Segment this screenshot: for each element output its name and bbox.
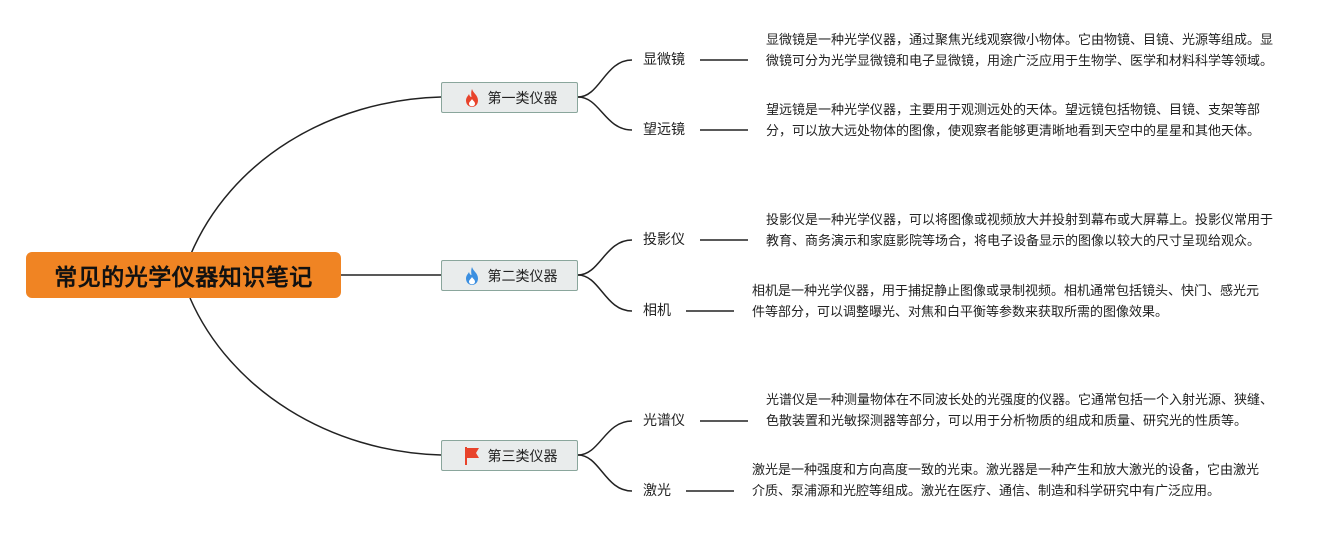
leaf-node-laser[interactable]: 激光 bbox=[643, 483, 671, 499]
description-projector: 投影仪是一种光学仪器，可以将图像或视频放大并投射到幕布或大屏幕上。投影仪常用于教… bbox=[766, 213, 1274, 249]
connector-root-cat3 bbox=[189, 297, 442, 456]
root-topic[interactable]: 常见的光学仪器知识笔记 bbox=[26, 252, 341, 298]
description-spectrometer: 光谱仪是一种测量物体在不同波长处的光强度的仪器。它通常包括一个入射光源、狭缝、色… bbox=[766, 393, 1274, 429]
description-camera: 相机是一种光学仪器，用于捕捉静止图像或录制视频。相机通常包括镜头、快门、感光元件… bbox=[752, 284, 1260, 320]
blue-flame-icon bbox=[462, 266, 482, 286]
category-node-3[interactable]: 第三类仪器 bbox=[441, 440, 578, 471]
connector-cat1-leaf2 bbox=[577, 96, 633, 131]
leaf-node-camera[interactable]: 相机 bbox=[643, 303, 671, 319]
connector-cat2-leaf1 bbox=[577, 239, 633, 276]
category-label: 第一类仪器 bbox=[487, 90, 558, 107]
leaf-node-microscope[interactable]: 显微镜 bbox=[643, 52, 685, 68]
description-laser: 激光是一种强度和方向高度一致的光束。激光器是一种产生和放大激光的设备，它由激光介… bbox=[752, 463, 1260, 499]
category-label: 第三类仪器 bbox=[487, 448, 558, 465]
category-label: 第二类仪器 bbox=[487, 268, 558, 285]
leaf-node-spectrometer[interactable]: 光谱仪 bbox=[643, 413, 685, 429]
connector-cat3-leaf1 bbox=[577, 420, 633, 456]
connector-cat1-leaf1 bbox=[577, 59, 633, 98]
root-title: 常见的光学仪器知识笔记 bbox=[54, 265, 313, 291]
connector-root-cat1 bbox=[189, 96, 442, 257]
category-node-1[interactable]: 第一类仪器 bbox=[441, 82, 578, 113]
leaf-node-projector[interactable]: 投影仪 bbox=[643, 232, 685, 248]
connector-cat2-leaf2 bbox=[577, 274, 633, 312]
connector-cat3-leaf2 bbox=[577, 454, 633, 492]
category-node-2[interactable]: 第二类仪器 bbox=[441, 260, 578, 291]
description-telescope: 望远镜是一种光学仪器，主要用于观测远处的天体。望远镜包括物镜、目镜、支架等部分，… bbox=[766, 103, 1261, 139]
fire-icon bbox=[462, 88, 482, 108]
description-microscope: 显微镜是一种光学仪器，通过聚焦光线观察微小物体。它由物镜、目镜、光源等组成。显微… bbox=[766, 33, 1274, 69]
red-flag-icon bbox=[462, 446, 482, 466]
leaf-node-telescope[interactable]: 望远镜 bbox=[643, 122, 685, 138]
